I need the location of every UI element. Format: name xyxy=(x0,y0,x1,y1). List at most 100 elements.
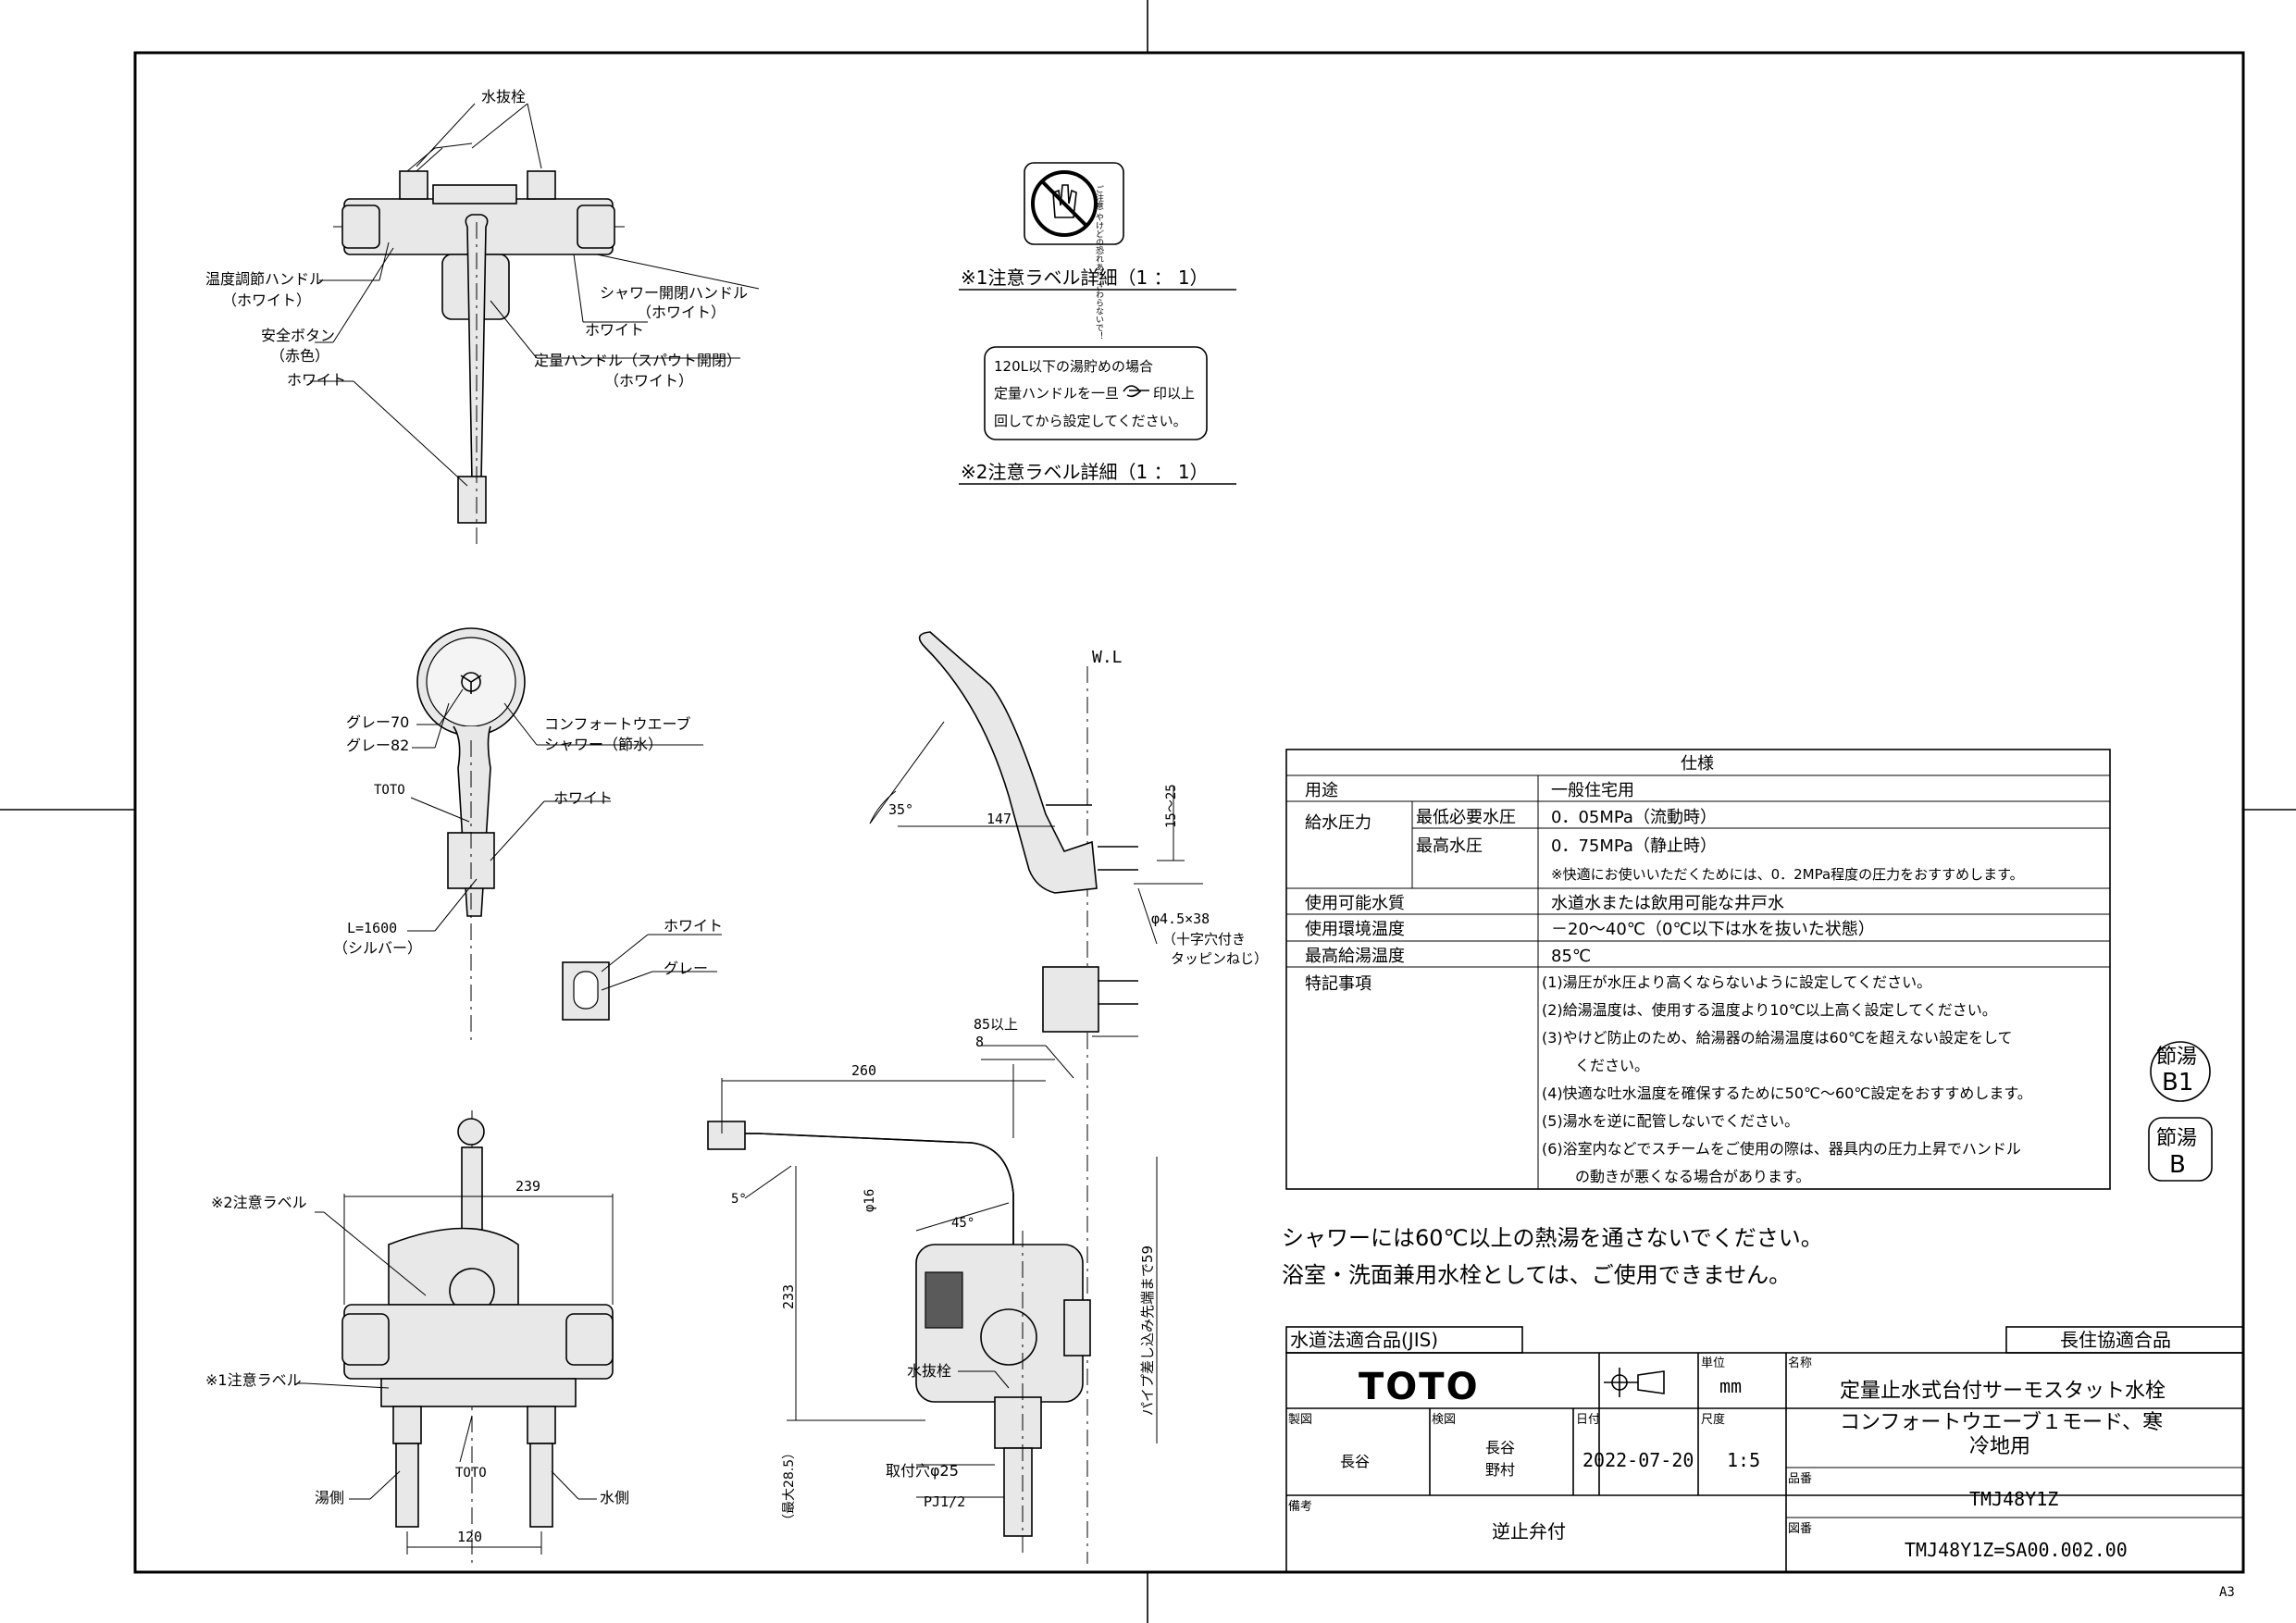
spec-note-4: (4)快適な吐水温度を確保するために50℃～60℃設定をおすすめします。 xyxy=(1542,1084,2032,1102)
product-name-2: コンフォートウエーブ１モード、寒 xyxy=(1840,1411,2163,1434)
part-label: 品番 xyxy=(1788,1472,1812,1486)
caution-label-2-caption: ※2注意ラベル詳細（1 ： 1） xyxy=(961,461,1209,483)
hose-length-label: L=1600 xyxy=(347,920,397,936)
spec-note-2: (2)給湯温度は、使用する温度より10℃以上高く設定してください。 xyxy=(1542,1001,1997,1019)
warning-line-2: 浴室・洗面兼用水栓としては、ご使用できません。 xyxy=(1282,1262,1791,1288)
screw-type-2: タッピンねじ） xyxy=(1171,950,1268,967)
badge-b2 xyxy=(2148,1117,2213,1182)
pj-label: PJ1/2 xyxy=(924,1493,965,1510)
spec-notes-label: 特記事項 xyxy=(1305,974,1371,994)
shower-leaders xyxy=(407,688,703,932)
caution-label-2: 120L以下の湯貯めの場合 定量ハンドルを一旦 印以上 回してから設定してくださ… xyxy=(984,346,1208,440)
comfort-wave-label: コンフォートウエーブ xyxy=(544,715,691,733)
date-value: 2022-07-20 xyxy=(1582,1449,1694,1471)
shower-handle-label: シャワー開閉ハンドル xyxy=(600,284,748,302)
dim85-label: 85以上 xyxy=(974,1016,1018,1033)
pipe-insert-label: パイプ差し込み先端まで59 xyxy=(1139,1245,1156,1416)
spec-row2-key: 給水圧力 xyxy=(1305,813,1371,833)
drawn-label: 製図 xyxy=(1288,1413,1312,1427)
date-label: 日付 xyxy=(1576,1413,1600,1427)
cold-side-label: 水側 xyxy=(600,1489,629,1506)
checked-label: 検図 xyxy=(1432,1413,1456,1427)
spec-row1-key: 用途 xyxy=(1305,781,1338,800)
part-value: TMJ48Y1Z xyxy=(1969,1488,2058,1510)
caution-label-1-text: ご注意 やけどの恐れあり さわらないで！ xyxy=(1094,184,1104,341)
dim120-label: 120 xyxy=(457,1529,482,1545)
checked-value-2: 野村 xyxy=(1485,1461,1515,1479)
scale-value: 1:5 xyxy=(1727,1449,1760,1471)
shower-saving-label: シャワー（節水） xyxy=(544,736,663,753)
caution-label-1: ご注意 やけどの恐れあり さわらないで！ xyxy=(1024,162,1124,341)
badge-b2-top: 節湯 xyxy=(2156,1127,2197,1150)
temp-handle-label: 温度調節ハンドル xyxy=(205,270,324,288)
white-left-label: ホワイト xyxy=(287,371,346,389)
front-toto-label: TOTO xyxy=(455,1466,487,1481)
unit-label: 単位 xyxy=(1701,1356,1725,1370)
caution-label-2-line3: 回してから設定してください。 xyxy=(994,413,1187,429)
spec-row6-key: 最高給湯温度 xyxy=(1305,947,1405,966)
title-block xyxy=(1285,1326,2244,1573)
name-label: 名称 xyxy=(1788,1356,1812,1370)
white-right-label: ホワイト xyxy=(585,321,644,339)
badge-b1-bottom: B1 xyxy=(2162,1069,2193,1096)
product-name-3: 冷地用 xyxy=(1969,1435,2030,1458)
remarks-value: 逆止弁付 xyxy=(1492,1520,1566,1542)
spec-note-6: (6)浴室内などでスチームをご使用の際は、器具内の圧力上昇でハンドル xyxy=(1542,1140,2021,1158)
spec-row5-val: －20～40℃（0℃以下は水を抜いた状態） xyxy=(1551,920,1875,939)
max-label: （最大28.5） xyxy=(782,1446,797,1527)
spec-pressure-note: ※快適にお使いいただくためには、0．2MPa程度の圧力をおすすめします。 xyxy=(1551,866,2024,883)
drawing-label: 図番 xyxy=(1788,1522,1812,1536)
spec-note-1: (1)湯圧が水圧より高くならないように設定してください。 xyxy=(1542,973,1931,991)
spec-row4-key: 使用可能水質 xyxy=(1305,894,1405,913)
sheet-border xyxy=(133,51,2245,1574)
badge-b1-top: 節湯 xyxy=(2156,1046,2197,1069)
shower-toto-label: TOTO xyxy=(374,783,405,798)
dim15-25-label: 15～25 xyxy=(1164,784,1179,828)
dim233-label: 233 xyxy=(780,1284,797,1309)
checked-value-1: 長谷 xyxy=(1485,1439,1515,1456)
shower-handle-color: （ホワイト） xyxy=(637,304,726,321)
hot-side-label: 湯側 xyxy=(315,1489,344,1506)
unit-value: mm xyxy=(1719,1375,1742,1397)
warning-line-1: シャワーには60℃以上の熱湯を通さないでください。 xyxy=(1282,1225,1823,1251)
spec-title: 仕様 xyxy=(1681,754,1714,774)
shower-bracket-drawing xyxy=(562,934,722,1021)
spec-row5-key: 使用環境温度 xyxy=(1305,920,1405,939)
dim239-label: 239 xyxy=(515,1178,540,1195)
metered-handle-label: 定量ハンドル（スパウト開閉） xyxy=(534,352,741,369)
dia16-label: φ16 xyxy=(863,1189,877,1212)
grey70-label: グレー70 xyxy=(346,713,409,731)
shower-head-drawing xyxy=(416,627,526,1046)
front-label1: ※1注意ラベル xyxy=(205,1371,302,1389)
mount-hole-label: 取付穴φ25 xyxy=(886,1462,959,1480)
spec-row6-val: 85℃ xyxy=(1551,947,1591,966)
spec-row3-sub: 最高水圧 xyxy=(1416,836,1483,856)
grey82-label: グレー82 xyxy=(346,737,409,754)
bracket-grey-label: グレー xyxy=(664,960,708,977)
spec-row1-val: 一般住宅用 xyxy=(1551,781,1634,800)
drawn-value: 長谷 xyxy=(1340,1453,1370,1470)
choju-label: 長住協適合品 xyxy=(2060,1329,2171,1351)
shower-white-label: ホワイト xyxy=(553,789,613,807)
safety-button-label: 安全ボタン xyxy=(261,327,335,344)
spec-table xyxy=(1285,749,2111,1190)
caution-label-2-line2b: 印以上 xyxy=(1153,385,1195,402)
safety-button-color: （赤色） xyxy=(270,347,329,365)
caution-label-1-caption: ※1注意ラベル詳細（1 ： 1） xyxy=(961,266,1209,289)
dim260-label: 260 xyxy=(851,1062,876,1079)
scale-label: 尺度 xyxy=(1701,1412,1725,1427)
spec-row2-sub: 最低必要水圧 xyxy=(1416,808,1516,827)
dim147-label: 147 xyxy=(987,811,1011,827)
drain-plug-label: 水抜栓 xyxy=(481,88,526,105)
wl-label: W.L xyxy=(1092,648,1123,667)
side-view-drawing xyxy=(707,631,1138,1564)
screw-type-1: （十字穴付き xyxy=(1162,931,1246,948)
spec-row4-val: 水道水または飲用可能な井戸水 xyxy=(1551,894,1784,913)
metered-handle-color: （ホワイト） xyxy=(604,372,693,390)
angle45-label: 45° xyxy=(951,1216,974,1231)
sheet-size: A3 xyxy=(2219,1585,2235,1600)
dim8-label: 8 xyxy=(975,1034,984,1050)
hose-color-label: （シルバー） xyxy=(333,939,422,957)
spec-note-5: (5)湯水を逆に配管しないでください。 xyxy=(1542,1112,1799,1130)
